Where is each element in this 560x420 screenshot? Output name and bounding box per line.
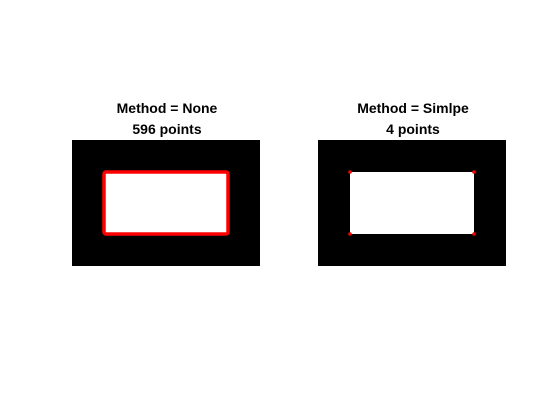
contour-outline <box>102 170 230 236</box>
contour-point <box>472 232 476 236</box>
panel-title-point-count: 4 points <box>386 121 440 137</box>
contour-point <box>472 170 476 174</box>
panel-title-point-count: 596 points <box>132 121 202 137</box>
panel-title-method: Method = None <box>116 100 218 116</box>
panel-title-method: Method = Simlpe <box>357 100 469 116</box>
white-region <box>104 172 228 234</box>
contour-point <box>348 170 352 174</box>
contour-image-simple <box>318 140 506 266</box>
white-region <box>350 172 474 234</box>
contour-image-none <box>72 140 260 266</box>
contour-point <box>348 232 352 236</box>
